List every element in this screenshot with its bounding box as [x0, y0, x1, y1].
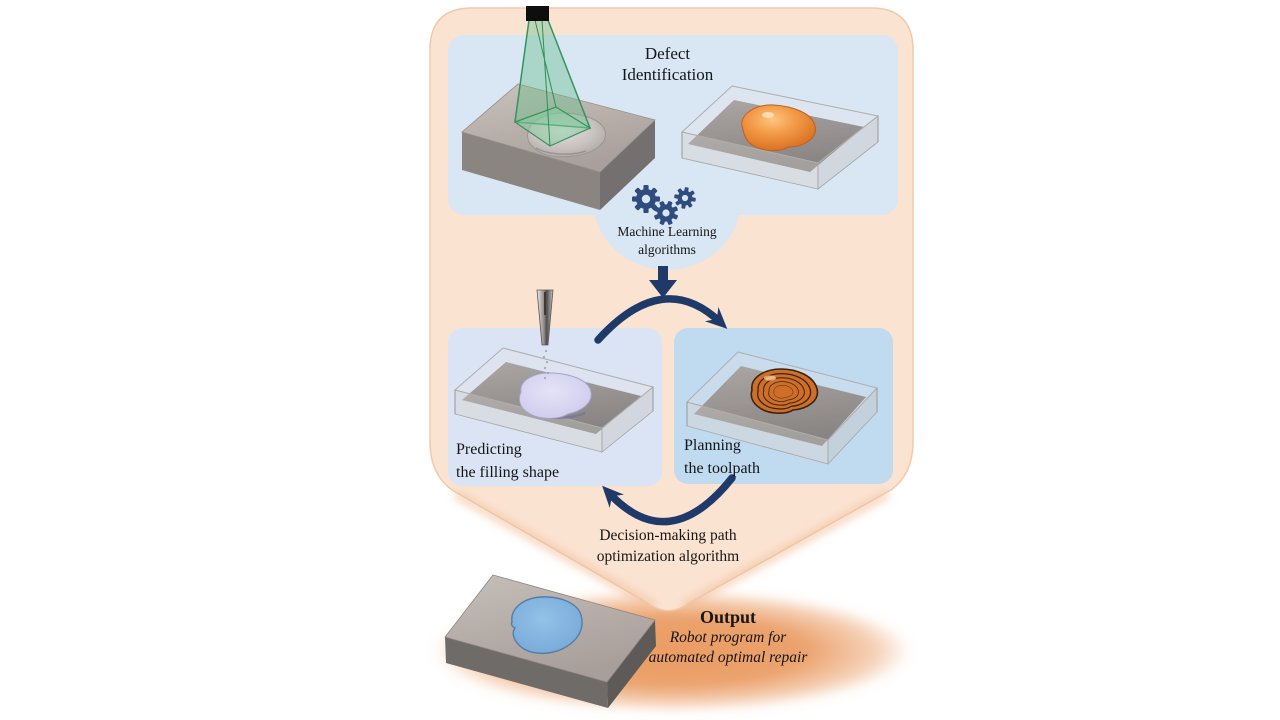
- cycle-arrow-top: [594, 295, 728, 344]
- output-title: Output: [699, 607, 757, 627]
- output-block-illustration: [444, 574, 656, 708]
- identified-defect-illustration: [680, 85, 880, 190]
- ml-bubble-label: Machine Learning algorithms: [617, 224, 717, 257]
- toolpath-illustration: [686, 351, 878, 466]
- filling-shape-illustration: [453, 289, 655, 453]
- scanner-head-icon: [526, 6, 549, 21]
- cycle-arrow-bottom: [602, 474, 736, 526]
- defect-identification-title: Defect Identification: [621, 44, 714, 84]
- cycle-arrows: [594, 295, 736, 526]
- repaired-defect-blob: [510, 596, 583, 654]
- gears-icon: [632, 185, 696, 225]
- output-subtitle: Robot program for automated optimal repa…: [648, 629, 808, 666]
- predicting-label: Predicting the filling shape: [456, 441, 560, 481]
- defect-blob: [741, 104, 816, 152]
- scanner-illustration: [461, 6, 656, 210]
- spray-dots: [542, 349, 550, 380]
- funnel-inner-shadow: [452, 489, 891, 612]
- planning-label: Planning the toolpath: [684, 437, 760, 477]
- down-arrow-icon: [649, 266, 677, 298]
- scanner-beam-icon: [513, 6, 592, 147]
- nozzle-icon: [536, 289, 554, 380]
- output-label: Output Robot program for automated optim…: [612, 606, 844, 668]
- decision-label: Decision-making path optimization algori…: [596, 527, 740, 565]
